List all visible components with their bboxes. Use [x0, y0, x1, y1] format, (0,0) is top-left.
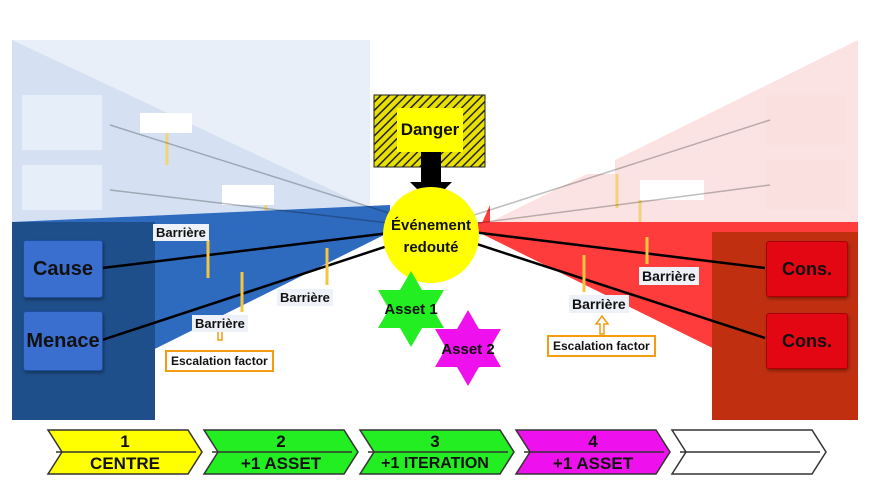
- step-2-number: 2: [276, 431, 286, 451]
- barrier-label: Barrière: [192, 315, 248, 332]
- danger-label: Danger: [400, 120, 460, 139]
- asset-2-star: [435, 310, 501, 386]
- faded-box-2: [22, 165, 102, 210]
- faded-box-4: [765, 160, 845, 210]
- step-2-label: +1 ASSET: [240, 453, 322, 473]
- left-faded-wedge: [12, 40, 400, 222]
- step-5-label: [686, 453, 812, 474]
- step-1-number: 1: [120, 431, 130, 451]
- step-1-label: CENTRE: [90, 453, 160, 473]
- barrier-label: Barrière: [153, 224, 209, 241]
- barrier-label: Barrière: [277, 289, 333, 306]
- menace-box: Menace: [23, 311, 103, 371]
- consequence-box-1: Cons.: [766, 241, 848, 297]
- cause-box: Cause: [23, 240, 103, 298]
- event-label-line1: Événement: [390, 216, 472, 234]
- escalation-factor-label: Escalation factor: [547, 335, 656, 357]
- faded-box-1: [22, 95, 102, 150]
- faded-label-2: [222, 185, 274, 205]
- barrier-label: Barrière: [569, 295, 629, 313]
- step-4-label: +1 ASSET: [552, 453, 634, 473]
- step-5-number: [686, 431, 812, 452]
- step-4-number: 4: [588, 431, 598, 451]
- event-label-line2: redouté: [403, 238, 459, 256]
- faded-label-1: [140, 113, 192, 133]
- barrier-label: Barrière: [639, 267, 699, 285]
- asset-1-label: Asset 1: [384, 300, 438, 318]
- faded-box-3: [765, 95, 845, 145]
- step-3-number: 3: [430, 431, 440, 451]
- faded-label-4: [640, 180, 704, 200]
- consequence-box-2: Cons.: [766, 313, 848, 369]
- escalation-factor-label: Escalation factor: [165, 350, 274, 372]
- step-chevrons: [46, 429, 827, 475]
- step-3-label: +1 ITERATION: [381, 454, 489, 472]
- danger-box: [397, 108, 463, 152]
- asset-2-label: Asset 2: [441, 340, 495, 358]
- event-circle: [383, 187, 479, 283]
- asset-1-star: [378, 271, 444, 347]
- faded-label-3: [551, 154, 615, 174]
